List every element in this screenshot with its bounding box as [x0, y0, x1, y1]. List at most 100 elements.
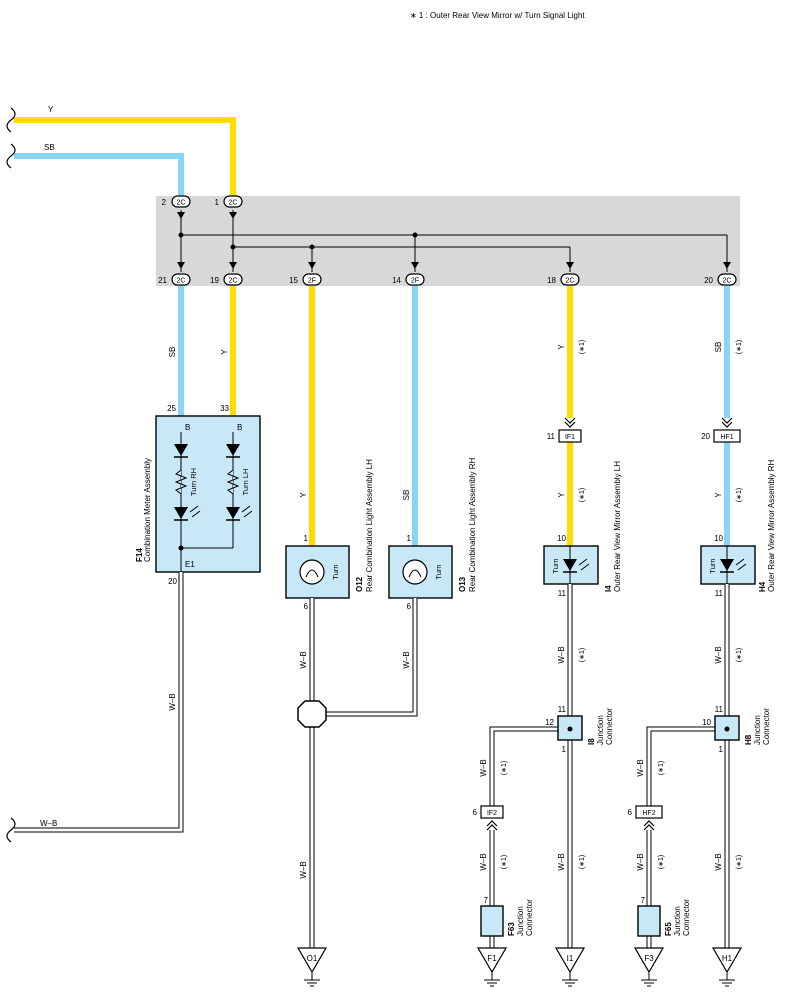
svg-text:(∗1): (∗1) — [579, 340, 586, 354]
svg-text:Y: Y — [299, 492, 308, 498]
svg-text:Connector: Connector — [682, 899, 691, 936]
svg-text:15: 15 — [289, 276, 298, 285]
svg-text:W–B: W–B — [557, 853, 566, 870]
svg-text:2C: 2C — [566, 278, 575, 285]
svg-text:19: 19 — [210, 276, 219, 285]
connector-2c-pin19: 2C 19 — [210, 273, 243, 286]
wb-branch-rh: W–B (∗1) W–B (∗1) W–B (∗1) W–B (∗1) — [636, 584, 743, 948]
y-input-label: Y — [48, 105, 54, 114]
connector-2c-pin18: 2C 18 — [547, 273, 580, 286]
svg-text:Junction: Junction — [673, 906, 682, 936]
svg-text:2C: 2C — [229, 278, 238, 285]
svg-text:(∗1): (∗1) — [579, 488, 586, 502]
svg-text:(∗1): (∗1) — [736, 648, 743, 662]
svg-text:I4: I4 — [604, 585, 613, 592]
svg-text:33: 33 — [220, 404, 229, 413]
svg-text:W–B: W–B — [168, 693, 177, 710]
svg-text:2F: 2F — [308, 278, 316, 285]
svg-text:W–B: W–B — [636, 759, 645, 776]
svg-text:O12: O12 — [355, 576, 364, 592]
svg-text:2C: 2C — [177, 200, 186, 207]
ground-f1: F1 — [476, 947, 508, 987]
connector-hf1: HF1 20 — [701, 417, 741, 443]
rear-light-rh-o13: 1 6 Turn O13 Rear Combination Light Asse… — [388, 457, 477, 611]
svg-text:IF1: IF1 — [565, 434, 575, 441]
svg-text:W–B: W–B — [714, 853, 723, 870]
svg-text:7: 7 — [484, 896, 489, 905]
svg-text:Y: Y — [557, 492, 566, 498]
svg-text:11: 11 — [547, 432, 556, 441]
svg-text:6: 6 — [473, 808, 478, 817]
svg-text:6: 6 — [407, 602, 412, 611]
svg-text:F63: F63 — [507, 922, 516, 936]
svg-text:14: 14 — [392, 276, 401, 285]
connector-2f-pin14: 2F 14 — [392, 273, 425, 286]
svg-text:H8: H8 — [744, 734, 753, 745]
svg-text:1: 1 — [215, 198, 220, 207]
svg-text:Junction: Junction — [596, 715, 605, 745]
svg-text:12: 12 — [545, 718, 554, 727]
feed-wires — [178, 286, 730, 546]
svg-text:O13: O13 — [458, 576, 467, 592]
connector-2c-pin21: 2C 21 — [158, 273, 191, 286]
svg-text:Turn: Turn — [434, 564, 443, 579]
svg-text:W–B: W–B — [714, 646, 723, 663]
connector-hf2: HF2 6 — [628, 805, 663, 831]
svg-text:Outer Rear View Mirror Assembl: Outer Rear View Mirror Assembly LH — [613, 461, 622, 592]
svg-text:Y: Y — [714, 492, 723, 498]
wire-labels: SB Y Y SB Y (∗1) SB (∗1) Y (∗1) Y (∗1) — [168, 340, 743, 502]
svg-text:W–B: W–B — [299, 861, 308, 878]
wb-ground-o1: W–B W–B W–B O1 — [296, 598, 418, 987]
svg-text:11: 11 — [715, 705, 724, 714]
svg-text:(∗1): (∗1) — [658, 761, 665, 775]
ground-i1: I1 — [554, 947, 586, 987]
svg-text:Rear Combination Light Assembl: Rear Combination Light Assembly LH — [365, 459, 374, 592]
svg-text:11: 11 — [558, 705, 567, 714]
svg-text:2: 2 — [162, 198, 167, 207]
svg-text:Outer Rear View Mirror Assembl: Outer Rear View Mirror Assembly RH — [767, 459, 776, 592]
sb-input-label: SB — [44, 143, 55, 152]
wb-ground-line-f14: W–B W–B — [6, 572, 184, 843]
svg-text:(∗1): (∗1) — [501, 855, 508, 869]
svg-text:O1: O1 — [307, 954, 318, 963]
svg-text:H4: H4 — [758, 581, 767, 592]
svg-text:Turn RH: Turn RH — [189, 468, 198, 496]
svg-text:HF1: HF1 — [720, 434, 733, 441]
ground-h1: H1 — [711, 947, 743, 987]
connector-if2: IF2 6 — [473, 805, 504, 831]
svg-text:Y: Y — [557, 344, 566, 350]
svg-text:Junction: Junction — [753, 715, 762, 745]
svg-text:6: 6 — [304, 602, 309, 611]
mirror-lh-i4: Turn 10 11 I4 Outer Rear View Mirror Ass… — [543, 461, 622, 598]
svg-text:SB: SB — [714, 342, 723, 353]
junction-connector-f65: 7 F65 Junction Connector — [637, 896, 691, 937]
svg-text:W–B: W–B — [479, 853, 488, 870]
svg-text:11: 11 — [715, 589, 724, 598]
ground-f3: F3 — [633, 947, 665, 987]
svg-text:W–B: W–B — [40, 819, 57, 828]
svg-text:1: 1 — [719, 745, 724, 754]
svg-text:10: 10 — [702, 718, 711, 727]
svg-text:(∗1): (∗1) — [658, 855, 665, 869]
junction-block — [156, 196, 740, 286]
svg-text:W–B: W–B — [479, 759, 488, 776]
svg-text:HF2: HF2 — [642, 810, 655, 817]
footnote: ∗ 1 : Outer Rear View Mirror w/ Turn Sig… — [410, 11, 585, 20]
connector-2c-pin20: 2C 20 — [704, 273, 737, 286]
svg-text:Connector: Connector — [605, 708, 614, 745]
svg-text:(∗1): (∗1) — [736, 488, 743, 502]
junction-connector-i8: 11 12 1 I8 Junction Connector — [545, 705, 614, 754]
svg-text:18: 18 — [547, 276, 556, 285]
svg-text:2C: 2C — [229, 200, 238, 207]
svg-text:B: B — [237, 423, 242, 432]
svg-text:W–B: W–B — [557, 646, 566, 663]
svg-text:2C: 2C — [723, 278, 732, 285]
svg-text:20: 20 — [168, 577, 177, 586]
svg-text:IF2: IF2 — [487, 810, 497, 817]
svg-text:10: 10 — [714, 534, 723, 543]
junction-connector-f63: 7 F63 Junction Connector — [480, 896, 534, 937]
svg-text:B: B — [185, 423, 190, 432]
svg-text:1: 1 — [407, 534, 412, 543]
svg-text:F3: F3 — [644, 954, 654, 963]
svg-text:Connector: Connector — [762, 708, 771, 745]
